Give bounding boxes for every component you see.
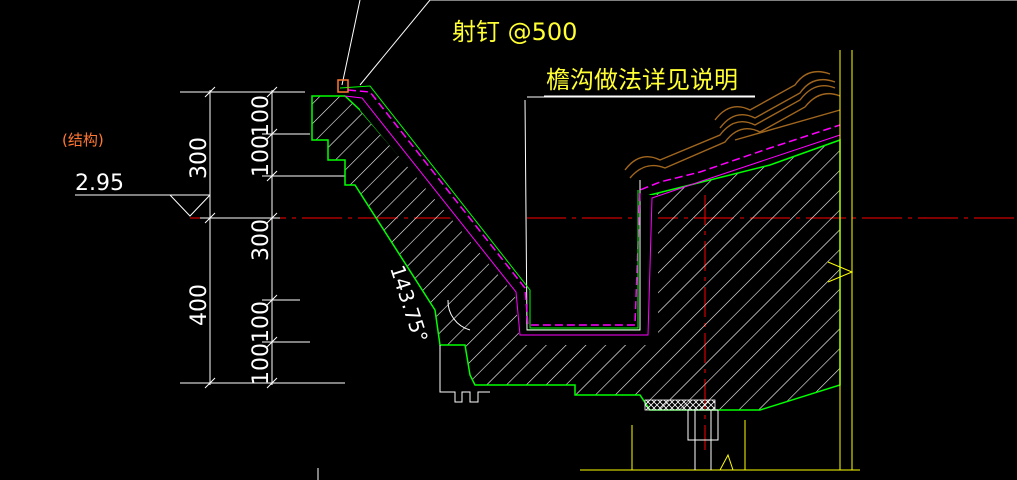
roof-tiles [624,70,841,179]
window-frame [687,409,719,470]
dim-outer-300: 300 [187,137,212,179]
dimension-chain [180,86,345,389]
elevation-value: 2.95 [75,171,124,196]
dim-inner-300: 300 [249,219,274,261]
dim-inner-100-d: 100 [249,343,274,385]
gutter-note: 檐沟做法详见说明 [546,66,738,94]
dim-inner-100-c: 100 [249,301,274,343]
wall-lines [580,50,860,471]
gutter-trough-outline [524,99,641,331]
gutter-trough [360,97,658,345]
fascia-strip [644,399,716,411]
waterproof-layer-inner [344,95,841,336]
nail-marker [337,79,349,93]
dim-outer-400: 400 [187,284,212,326]
angle-arc [447,299,471,331]
structure-label: (结构) [62,131,104,149]
dim-inner-100-b: 100 [249,135,274,177]
nail-note: 射钉 @500 [452,18,577,46]
elevation-marker [75,194,211,217]
nail-leader [341,0,1017,86]
drip-detail [439,345,490,403]
slab-outline [339,85,639,329]
dim-inner-100-a: 100 [249,95,274,137]
